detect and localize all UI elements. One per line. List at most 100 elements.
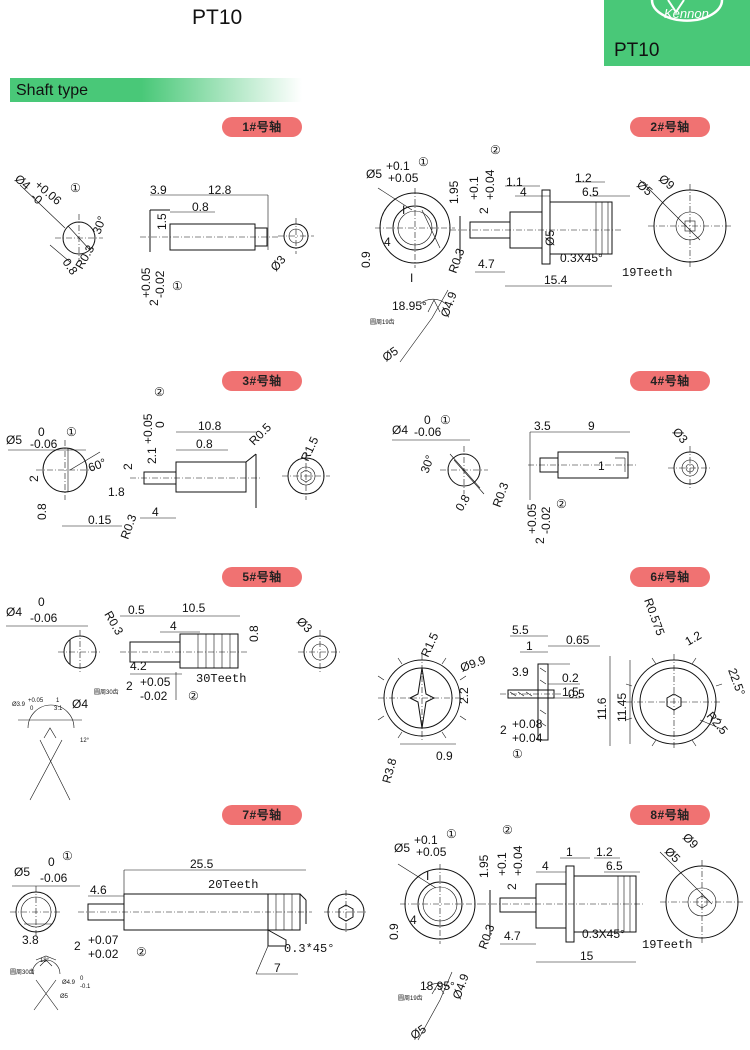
- shaft-5-dim-r0-3: R0.3: [101, 609, 126, 638]
- shaft-1-dim-1-5: 1.5: [155, 213, 169, 230]
- shaft-6-drawing: R1.5 Ø9.9 2.2 R3.8 0.9 5.5 1 0.65 3.9 0.…: [377, 596, 748, 785]
- shaft-1-dim-phi3: Ø3: [268, 252, 289, 274]
- shaft-1-dim-tol-plus: +0.05: [139, 267, 153, 298]
- shaft-7-side-view: [78, 869, 312, 975]
- shaft-5-dim-0-8: 0.8: [247, 625, 261, 642]
- shaft-4-drawing: Ø4 0 -0.06 ① 30° 0.8 3.5 9 1 R0.3 2 +0.0…: [392, 413, 712, 544]
- shaft-1-dim-2: 2: [147, 299, 161, 306]
- shaft-8-dim-15: 15: [580, 949, 594, 963]
- shaft-2-dim-ring: 圆周19齿: [370, 318, 395, 326]
- shaft-2-dim-r0-3: R0.3: [446, 246, 468, 275]
- shaft-6-dim-r0-575: R0.575: [641, 596, 668, 637]
- shaft-5-dim-teeth: 30Teeth: [196, 672, 246, 686]
- shaft-4-dim-3-5: 3.5: [534, 419, 551, 433]
- shaft-8-dim-1-95: 1.95: [477, 854, 491, 878]
- shaft-3-side-view: [130, 431, 262, 519]
- shaft-4-dim-r0-3: R0.3: [490, 480, 512, 509]
- shaft-8-circle-mark: ①: [446, 827, 457, 841]
- shaft-7-dim-tol-minus: +0.02: [88, 947, 119, 961]
- shaft-6-dim-1-5: 1.5: [562, 685, 579, 699]
- shaft-7-dim-7: 7: [274, 961, 281, 975]
- shaft-3-dim-4: 4: [152, 505, 159, 519]
- shaft-3-dim-r0-5: R0.5: [246, 420, 274, 448]
- shaft-6-dim-22-5: 22.5°: [725, 666, 748, 697]
- shaft-6-dim-tol-plus: +0.08: [512, 717, 543, 731]
- badge-shaft-3: 3#号轴: [222, 371, 302, 391]
- section-bar: [10, 78, 302, 102]
- shaft-2-tol-minus: +0.05: [388, 171, 419, 185]
- shaft-5-dia: Ø4: [6, 605, 22, 619]
- shaft-5-dim-4: 4: [170, 619, 177, 633]
- shaft-1-circle-mark: ①: [70, 181, 81, 195]
- shaft-5-drawing: Ø4 0 -0.06 R0.3 0.5 10.5 4 0.8 4.2 2 +0.…: [6, 595, 342, 801]
- shaft-6-dim-tol-minus: +0.04: [512, 731, 543, 745]
- shaft-3-dim-1-8: 1.8: [108, 485, 125, 499]
- badge-shaft-6: 6#号轴: [630, 567, 710, 587]
- shaft-2-dim-circle2: ②: [490, 143, 501, 157]
- shaft-4-dim-tol-plus: +0.05: [525, 503, 539, 534]
- shaft-2-dim-2: 2: [477, 207, 491, 214]
- shaft-2-dim-phi4-9: Ø4.9: [438, 289, 460, 319]
- shaft-7-dim-3-8: 3.8: [22, 933, 39, 947]
- shaft-3-dim-2b: 2: [121, 463, 135, 470]
- shaft-5-dim-2: 2: [126, 679, 133, 693]
- shaft-4-dim-0-8: 0.8: [452, 492, 473, 514]
- shaft-6-dim-circle: ①: [512, 747, 523, 761]
- shaft-2-dim-1-2: 1.2: [575, 171, 592, 185]
- shaft-1-hex-end-view: [278, 218, 314, 254]
- shaft-8-end-view: [397, 863, 480, 944]
- shaft-8-dim-ring: 圆周19齿: [398, 994, 423, 1002]
- shaft-5-dim-4-2: 4.2: [130, 659, 147, 673]
- shaft-4-hex-end-view: [668, 446, 712, 490]
- shaft-8-dim-chamfer: 0.3X45°: [582, 927, 625, 941]
- shaft-6-dim-3-9: 3.9: [512, 665, 529, 679]
- shaft-7-dim-4-6: 4.6: [90, 883, 107, 897]
- shaft-7-tooth-detail: [31, 955, 61, 1011]
- shaft-7-dim-teeth: 20Teeth: [208, 878, 258, 892]
- shaft-6-dim-11-6: 11.6: [595, 697, 609, 720]
- shaft-3-dim-r1-5: R1.5: [298, 434, 322, 463]
- shaft-3-dim-tol-minus: 0: [153, 421, 167, 428]
- shaft-5-dim-0-5: 0.5: [128, 603, 145, 617]
- shaft-2-dim-tol-minus: +0.04: [483, 169, 497, 200]
- shaft-5-tol-minus: -0.06: [30, 611, 58, 625]
- shaft-6-dim-5-5: 5.5: [512, 623, 529, 637]
- shaft-5-tooth-detail: [18, 704, 82, 801]
- shaft-5-dim-phi3: Ø3: [294, 614, 315, 635]
- shaft-3-circle-mark: ①: [66, 425, 77, 439]
- shaft-8-dim-1: 1: [566, 845, 573, 859]
- shaft-2-dim-phi9: Ø9: [656, 172, 678, 193]
- shaft-5-dim-ring: 圆周30齿: [94, 688, 119, 696]
- shaft-5-end-view: [6, 625, 102, 674]
- shaft-4-dim-circle2: ②: [556, 497, 567, 511]
- shaft-3-dim-r0-3: R0.3: [118, 512, 140, 541]
- section-label: Shaft type: [16, 82, 89, 99]
- badge-shaft-7: 7#号轴: [222, 805, 302, 825]
- shaft-7-dim-circle2: ②: [136, 945, 147, 959]
- shaft-8-drawing: Ø5 +0.1 +0.05 ① I 0.9 4 R0.3 1.95 2 +0.1…: [387, 823, 744, 1042]
- shaft-7-dim-tol-plus: +0.07: [88, 933, 119, 947]
- shaft-4-dia: Ø4: [392, 423, 408, 437]
- page-title: PT10: [192, 6, 243, 29]
- shaft-6-dim-0-2: 0.2: [562, 671, 579, 685]
- shaft-2-tooth-detail: [399, 289, 449, 363]
- shaft-3-end-view: [8, 440, 101, 500]
- shaft-6-dim-2: 2: [500, 723, 507, 737]
- shaft-2-tol-plus: +0.1: [386, 159, 410, 173]
- shaft-2-dim-18-95: 18.95°: [392, 299, 427, 313]
- badge-shaft-2: 2#号轴: [630, 117, 710, 137]
- shaft-3-dim-0-8: 0.8: [35, 503, 49, 520]
- shaft-8-dim-phi4-9: Ø4.9: [450, 971, 472, 1001]
- shaft-8-dim-0-9: 0.9: [387, 923, 401, 940]
- shaft-4-dim-phi3: Ø3: [670, 425, 691, 447]
- shaft-5-side-view: [120, 615, 248, 700]
- shaft-4-dim-30: 30°: [418, 453, 437, 475]
- shaft-3-dim-10-8: 10.8: [198, 419, 222, 433]
- shaft-7-dim-phi5: Ø5: [60, 994, 69, 1000]
- shaft-2-dim-1-95: 1.95: [447, 180, 461, 204]
- shaft-2-end-view: [375, 187, 455, 268]
- shaft-8-tol-minus: +0.05: [416, 845, 447, 859]
- shaft-8-dim-4: 4: [542, 859, 549, 873]
- shaft-1-dim-tol-minus: -0.02: [153, 270, 167, 298]
